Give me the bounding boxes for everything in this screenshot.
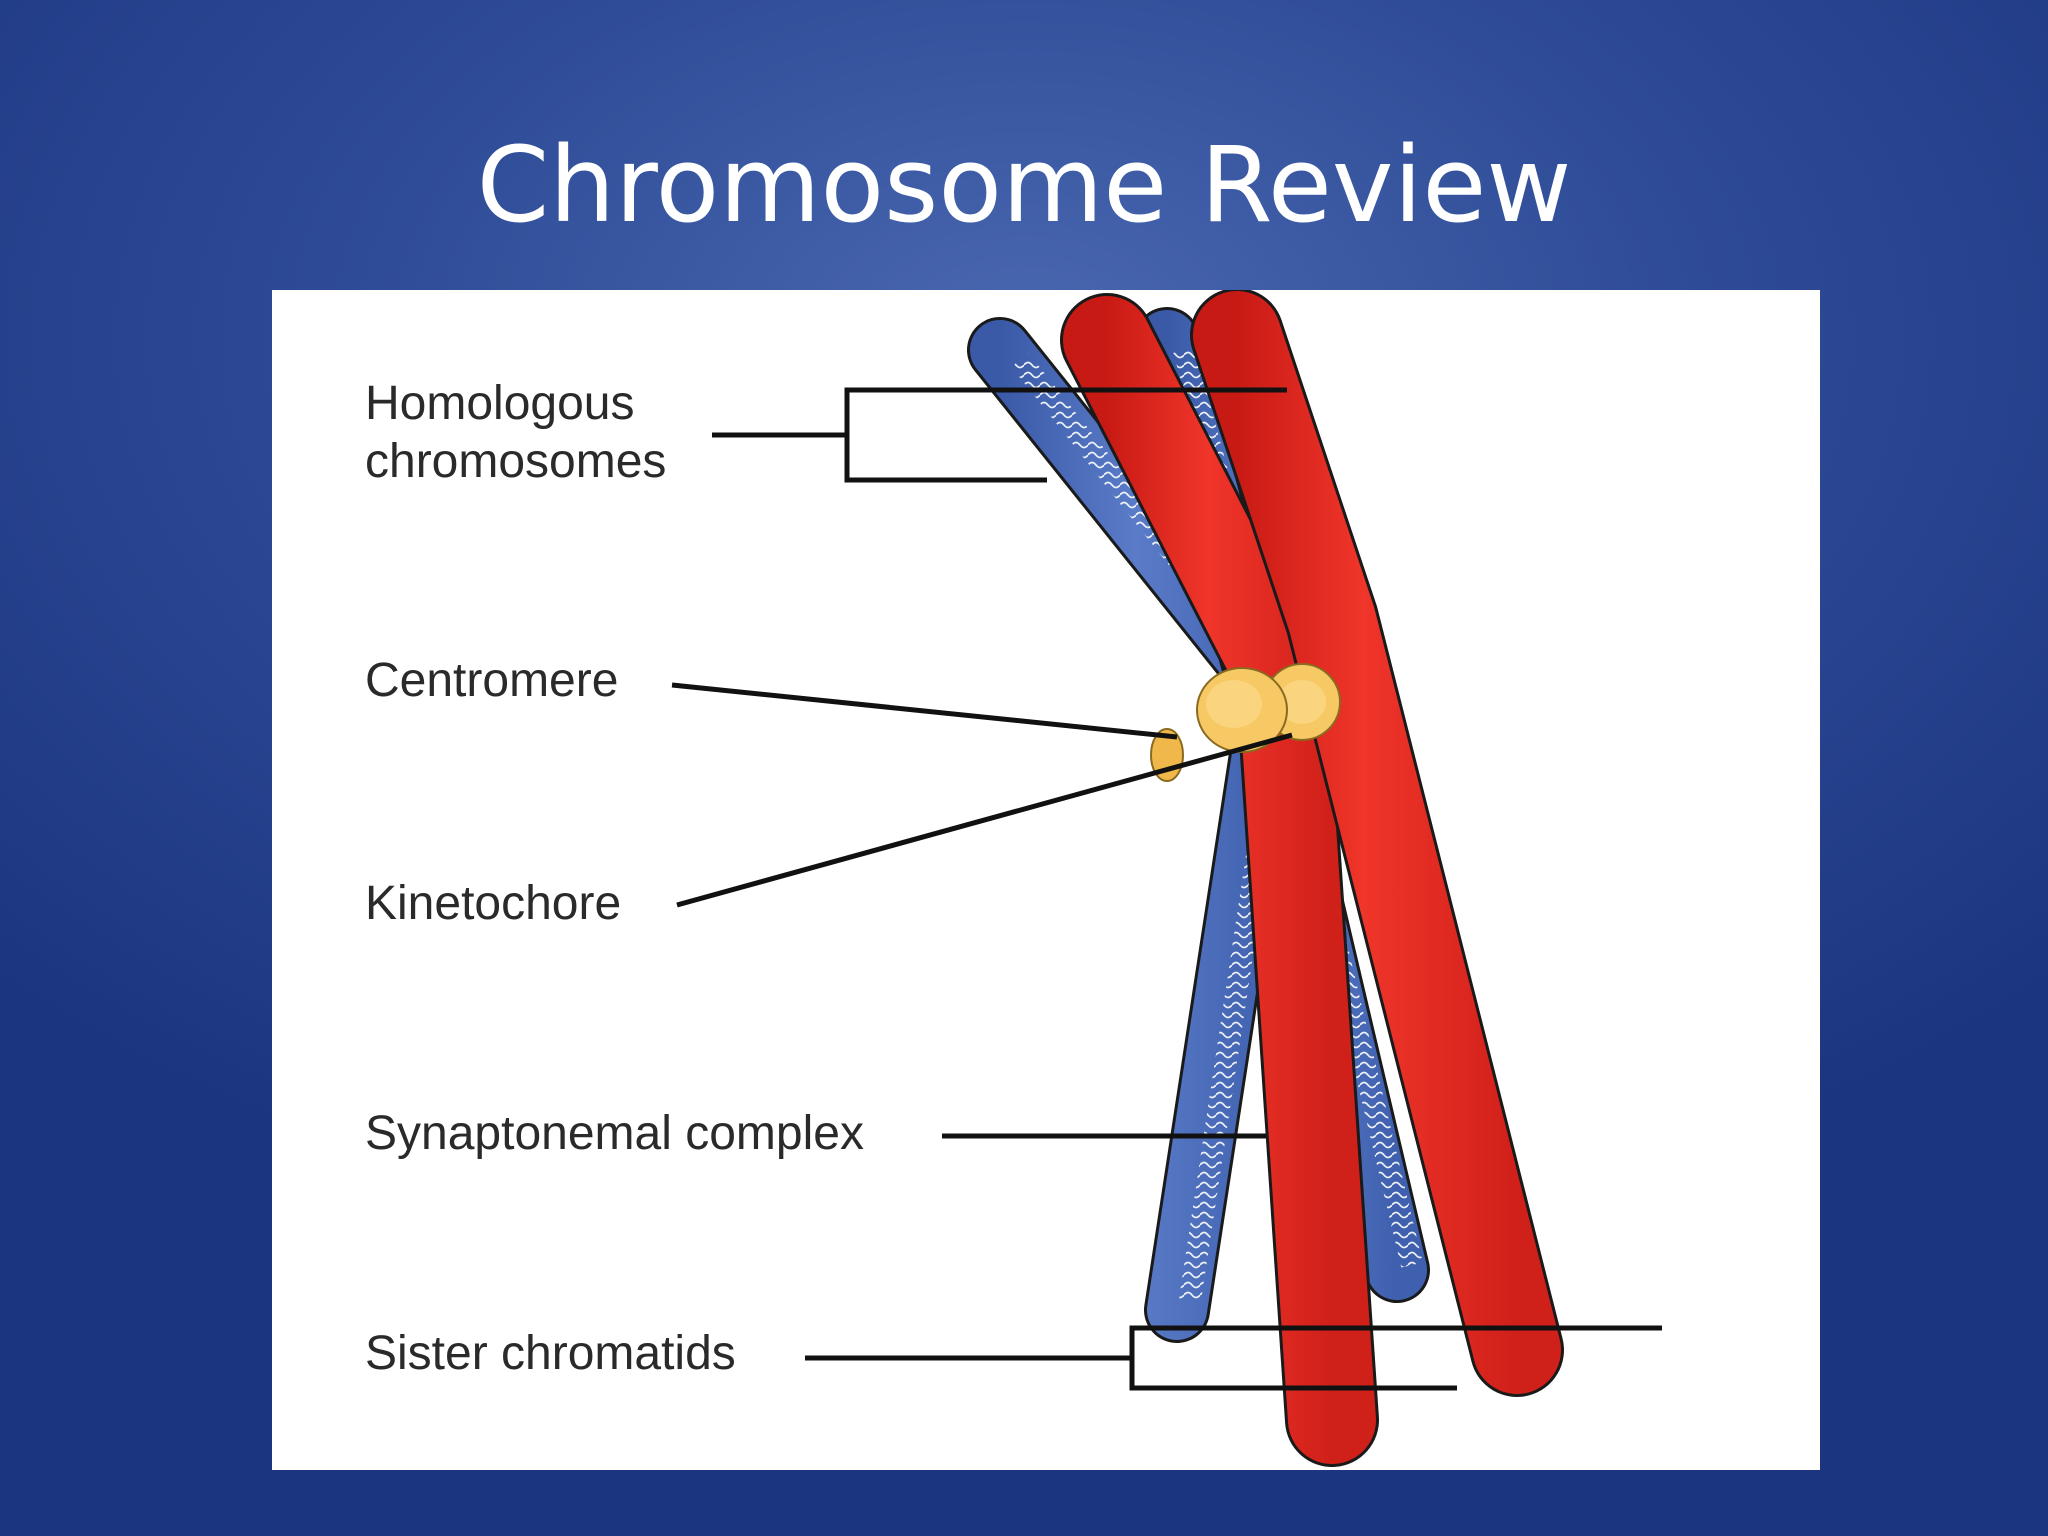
chromosome-illustration [671,290,1662,1467]
label-synaptonemal-complex: Synaptonemal complex [365,1107,864,1160]
kinetochore-leader [676,732,1293,908]
leader-lines [671,387,1662,1391]
slide-title: Chromosome Review [476,124,1572,246]
label-kinetochore: Kinetochore [365,877,622,930]
label-homologous-line2: chromosomes [365,435,667,488]
homologous-bracket [844,387,1287,483]
label-centromere: Centromere [365,654,619,707]
label-sister-chromatids: Sister chromatids [365,1327,736,1380]
centromere-leader [671,682,1178,740]
chromosome-diagram: Homologous chromosomes Centromere Kineto… [272,290,1820,1470]
red-chromatid-right [1190,290,1564,1397]
sister-chromatids-bracket [1129,1325,1662,1391]
label-homologous-chromosomes: Homologous chromosomes [365,375,666,491]
label-homologous-line1: Homologous [365,377,635,430]
